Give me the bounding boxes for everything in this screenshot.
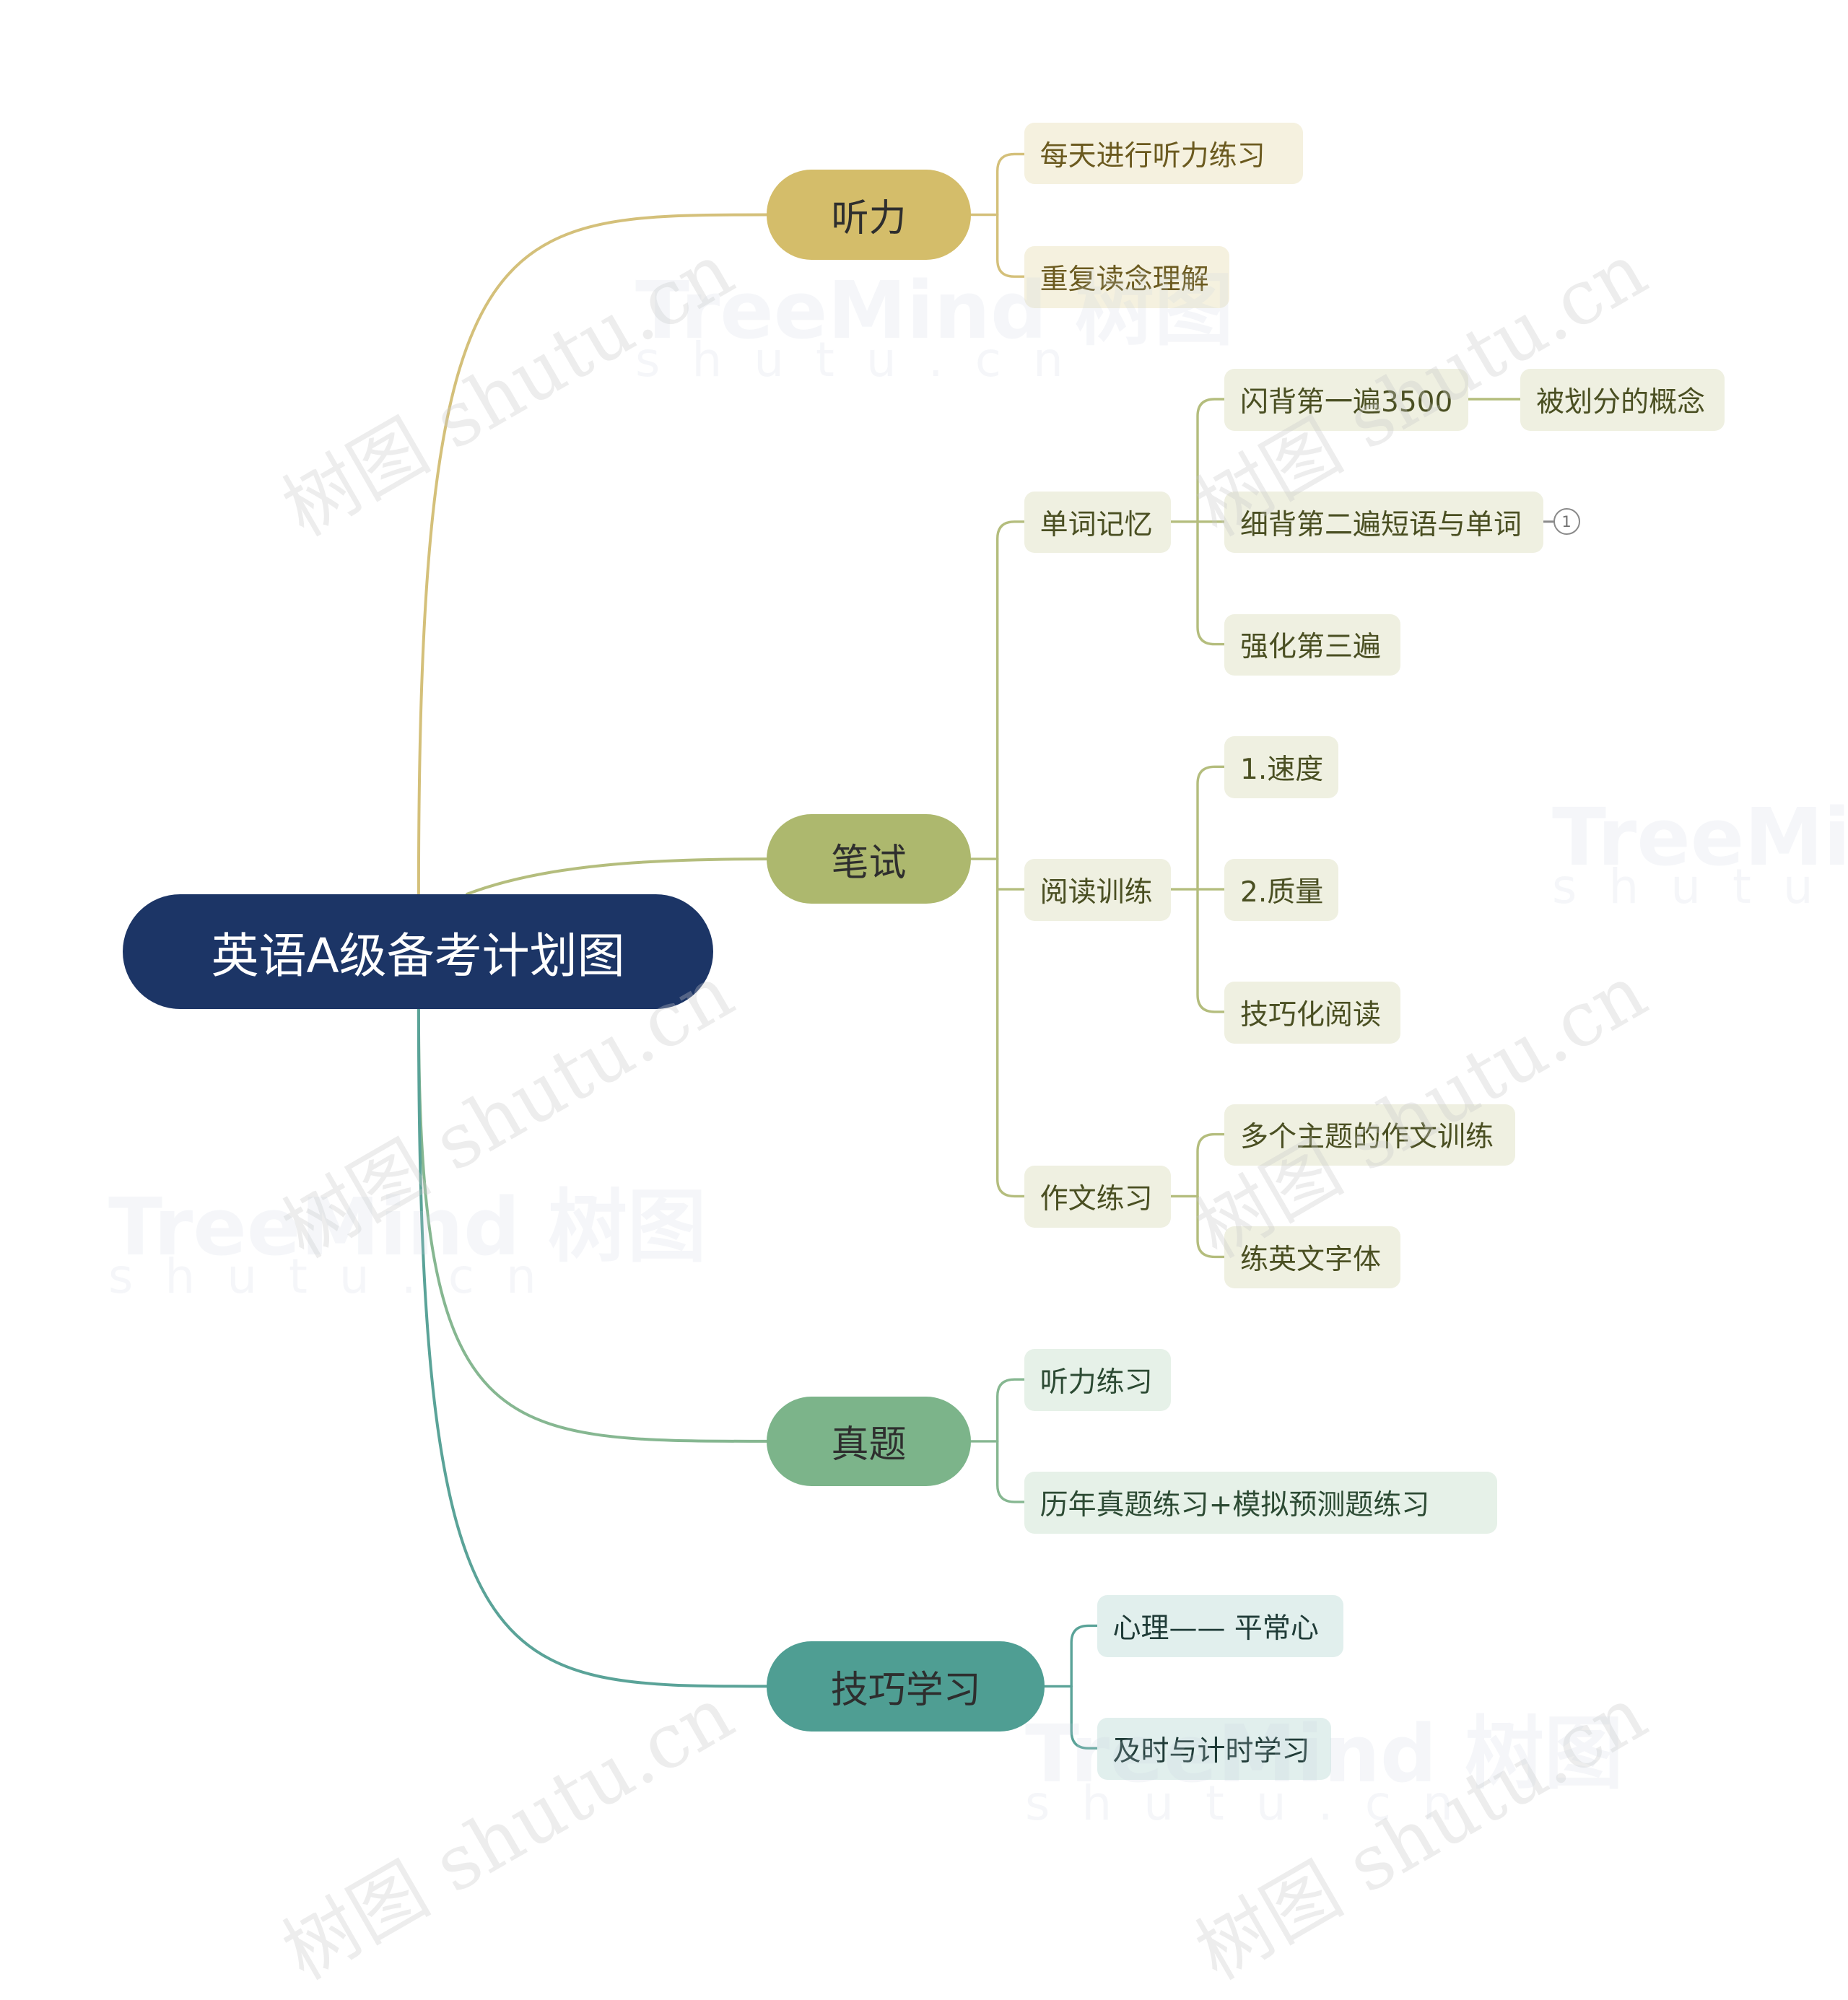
leaf-reading-training[interactable]: 阅读训练 [1024, 859, 1172, 921]
branch-written-test[interactable]: 笔试 [767, 813, 971, 904]
leaf-third-pass[interactable]: 强化第三遍 [1224, 613, 1400, 676]
branch-connector [1070, 1685, 1099, 1750]
leaf-multi-topic-essay[interactable]: 多个主题的作文训练 [1224, 1104, 1516, 1166]
watermark-brand: TreeMind 树图 [1025, 1708, 1623, 1800]
branch-connector [996, 520, 1026, 860]
branch-listening[interactable]: 听力 [767, 170, 971, 260]
leaf-past-mock-papers[interactable]: 历年真题练习+模拟预测题练习 [1024, 1471, 1498, 1534]
leaf-second-pass-phrases[interactable]: 细背第二遍短语与单词 [1224, 491, 1544, 554]
branch-connector [996, 1440, 1026, 1503]
root-connector [417, 213, 769, 896]
leaf-handwriting[interactable]: 练英文字体 [1224, 1226, 1400, 1289]
root-connector [417, 1008, 769, 1443]
connector-lines [417, 152, 1554, 1750]
mind-map-canvas: 英语A级备考计划图 听力 笔试 真题 技巧学习 每天进行听力练习 重复读念理解 … [108, 122, 1848, 1997]
leaf-vocabulary-memory[interactable]: 单词记忆 [1024, 491, 1172, 554]
branch-connector [996, 1378, 1026, 1443]
branch-connector [1196, 765, 1226, 891]
collapsed-count-badge[interactable]: 1 [1553, 508, 1580, 536]
branch-connector [1196, 520, 1226, 646]
watermark-brand: TreeMind 树图 [108, 1181, 707, 1273]
branch-connector [1196, 398, 1226, 523]
leaf-listening-practice[interactable]: 听力练习 [1024, 1349, 1172, 1411]
leaf-essay-practice[interactable]: 作文练习 [1024, 1166, 1172, 1228]
branch-connector [1196, 1195, 1226, 1259]
root-connector [417, 1008, 769, 1688]
watermark-sub: shutu.cn [108, 1249, 568, 1304]
watermark-sub: shutu.cn [1552, 859, 1848, 914]
leaf-quality[interactable]: 2.质量 [1224, 859, 1339, 921]
watermark-brand: TreeMind 树图 [635, 264, 1234, 357]
leaf-daily-listening[interactable]: 每天进行听力练习 [1024, 122, 1304, 185]
watermark-brand: TreeMind 树图 [1552, 791, 1848, 883]
branch-connector [996, 213, 1026, 278]
watermark-sub: shutu.cn [635, 332, 1095, 388]
branch-connector [996, 152, 1026, 217]
leaf-speed[interactable]: 1.速度 [1224, 736, 1339, 799]
branch-skills-study[interactable]: 技巧学习 [767, 1641, 1045, 1732]
leaf-timed-study[interactable]: 及时与计时学习 [1097, 1718, 1331, 1780]
leaf-mindset[interactable]: 心理—— 平常心 [1097, 1595, 1343, 1658]
leaf-first-pass-3500[interactable]: 闪背第一遍3500 [1224, 368, 1468, 431]
branch-connector [1070, 1624, 1099, 1688]
root-connector [466, 857, 769, 896]
watermark-sub: shutu.cn [1025, 1776, 1485, 1831]
root-node[interactable]: 英语A级备考计划图 [122, 894, 714, 1010]
leaf-skilled-reading[interactable]: 技巧化阅读 [1224, 981, 1400, 1044]
branch-past-papers[interactable]: 真题 [767, 1396, 971, 1487]
branch-connector [1196, 888, 1226, 1013]
branch-connector [1196, 1132, 1226, 1198]
leaf-repeat-reading[interactable]: 重复读念理解 [1024, 246, 1229, 308]
branch-connector [996, 857, 1026, 1198]
leaf-divided-concept[interactable]: 被划分的概念 [1520, 368, 1725, 431]
